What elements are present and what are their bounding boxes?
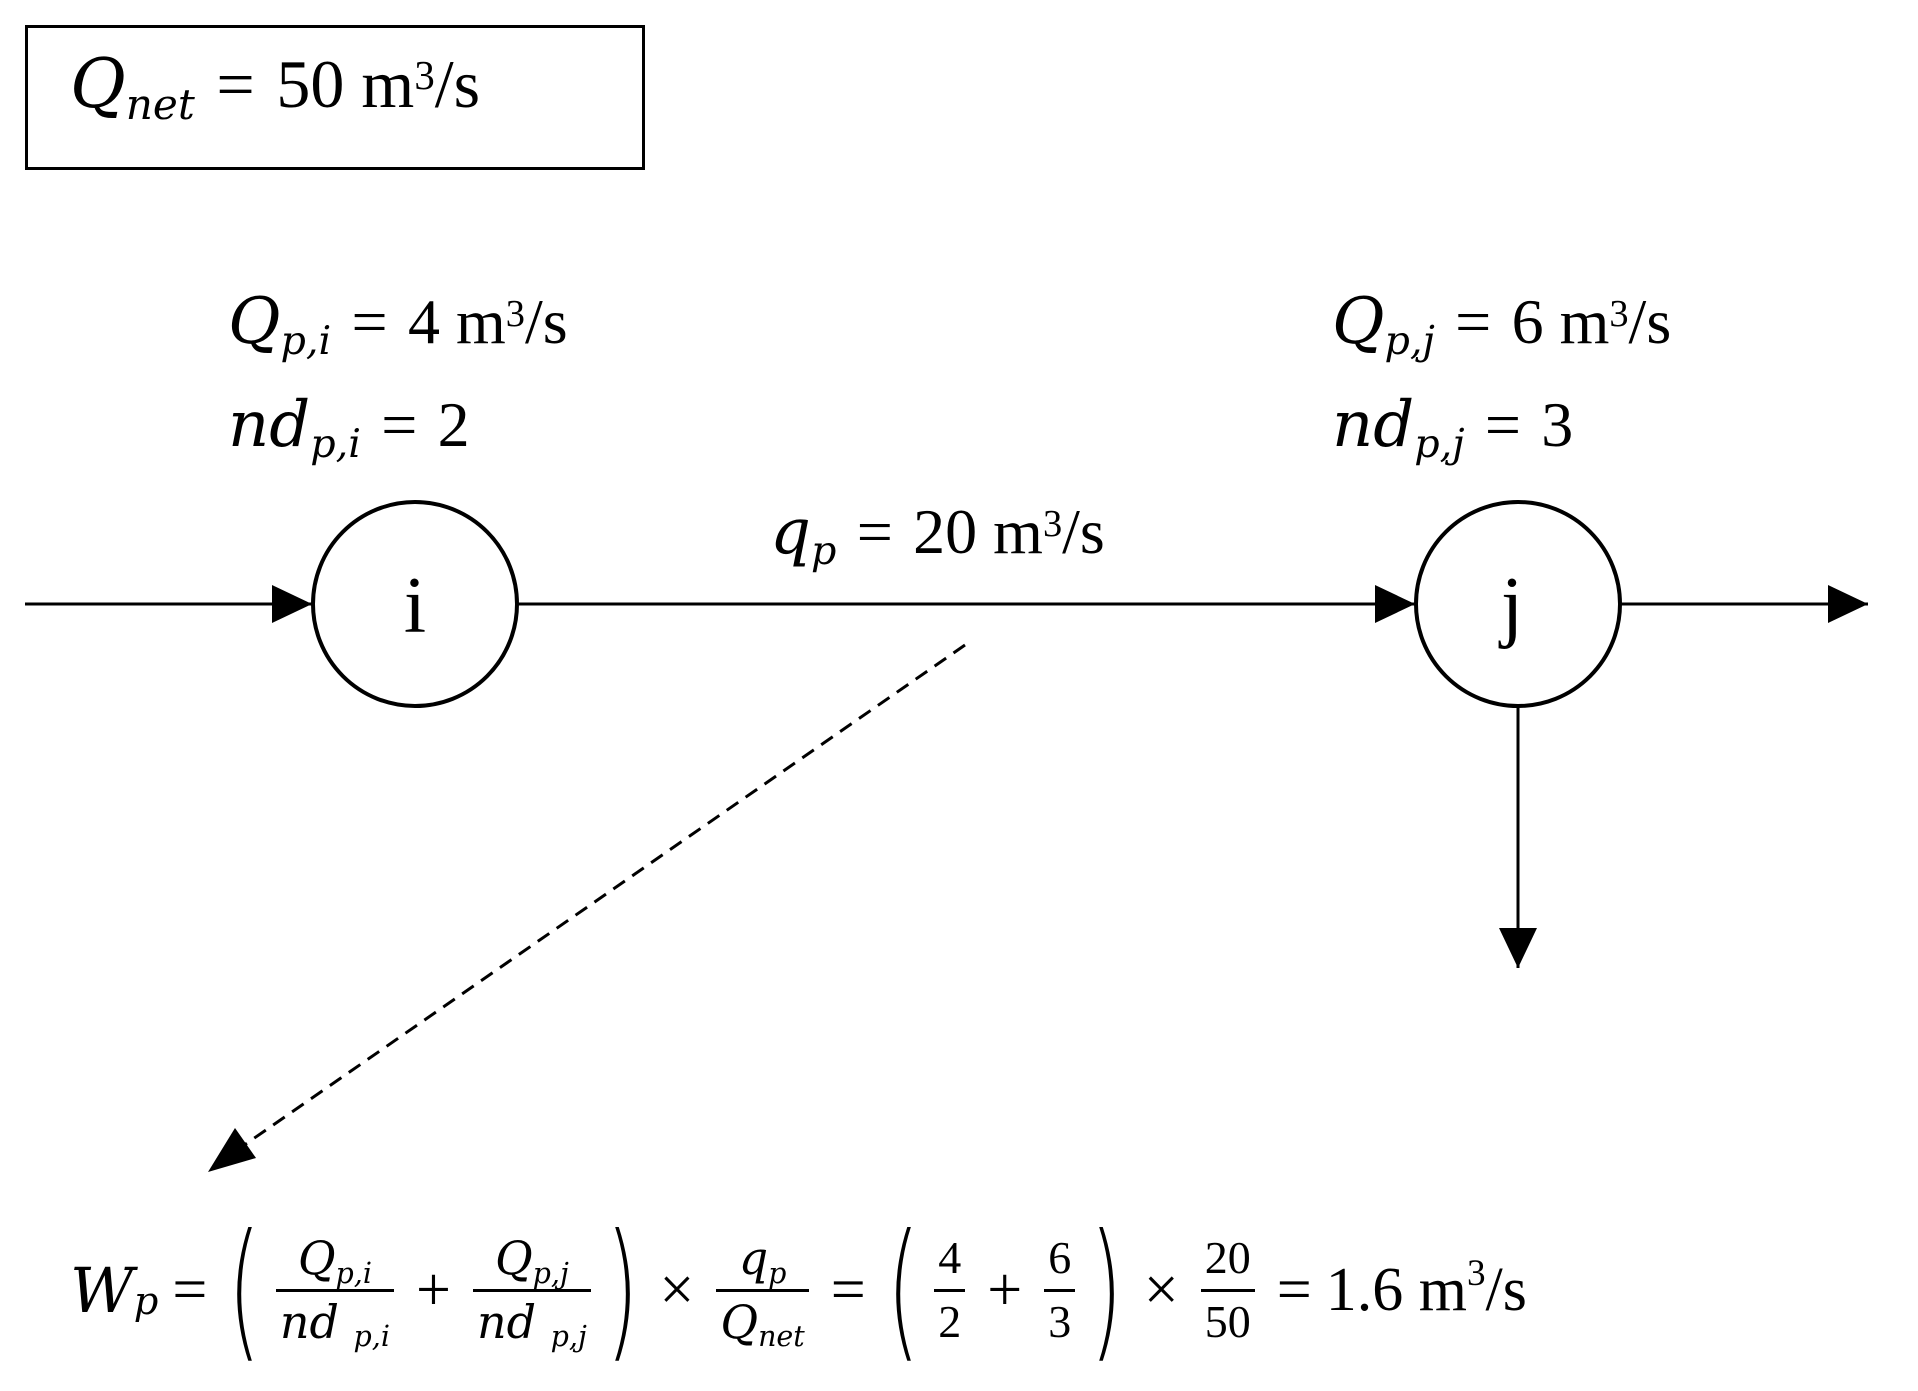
frac-i-den-sub: p,i — [353, 1320, 390, 1354]
pipe-flow-unit-exp: 3 — [1042, 502, 1063, 545]
fraction-q-over-qnet: qp Qnet — [716, 1231, 809, 1352]
node-i-flow-value: 4 m — [407, 286, 506, 357]
fraction-q-over-nd-i: Qp,i nd p,i — [275, 1231, 394, 1352]
formula-result-exp: 3 — [1466, 1252, 1486, 1294]
node-j-flow-equals: = — [1455, 286, 1492, 357]
frac-r-num-sub: p — [768, 1256, 787, 1290]
node-i-label: i — [404, 562, 426, 650]
formula-plus-2: + — [987, 1255, 1023, 1324]
formula-plus-1: + — [416, 1255, 451, 1324]
outflow-arrowhead — [1828, 585, 1868, 623]
net-flow-value: 50 m — [276, 46, 415, 122]
branch-arrowhead — [1499, 928, 1537, 968]
frac-r-den: Q — [720, 1294, 759, 1349]
frac-j-num-sub: p,j — [532, 1256, 569, 1290]
frac-j-den: nd — [476, 1294, 537, 1349]
node-j-flow-value: 6 m — [1511, 286, 1610, 357]
formula-result-tail: /s — [1485, 1255, 1527, 1324]
frac-i-bar — [275, 1288, 394, 1292]
frac-nr-num: 20 — [1204, 1232, 1251, 1284]
net-flow-symbol: Q — [70, 45, 126, 124]
frac-r-den-sub: net — [758, 1320, 805, 1354]
frac-nr-bar — [1200, 1288, 1255, 1292]
node-j-flow-symbol: Q — [1332, 285, 1385, 359]
pipe-flow-equals: = — [856, 496, 893, 567]
pipe-flow-unit-tail: /s — [1062, 496, 1105, 567]
formula-right-paren-2: ) — [1090, 1203, 1123, 1377]
frac-j-num: Q — [494, 1231, 533, 1286]
node-i-flow-symbol: Q — [228, 285, 281, 359]
pipe-flow-symbol: q — [770, 495, 811, 569]
node-j-flow-subscript: p,j — [1384, 318, 1435, 365]
node-i-flow-unit-tail: /s — [524, 286, 568, 357]
node-i-flow-unit-exp: 3 — [505, 292, 525, 335]
frac-n1-num: 4 — [938, 1232, 962, 1284]
node-i-circle — [311, 500, 519, 708]
fraction-6-over-3: 6 3 — [1044, 1232, 1076, 1347]
frac-nr-den: 50 — [1204, 1295, 1251, 1347]
frac-n1-bar — [934, 1288, 966, 1292]
pipe-flow-value: 20 m — [913, 496, 1043, 567]
node-j-nd-subscript: p,j — [1414, 421, 1465, 468]
node-i-nd-equals: = — [381, 389, 418, 460]
node-j-flow-label: Qp,j = 6 m3/s — [1332, 290, 1671, 361]
inflow-arrowhead — [272, 585, 312, 623]
formula-right-paren-1: ) — [606, 1203, 639, 1377]
node-j-nd-equals: = — [1484, 389, 1521, 460]
dashed-pointer-arrowhead — [208, 1128, 256, 1172]
net-flow-equals: = — [216, 46, 255, 122]
net-flow-unit-exp: 3 — [414, 52, 435, 98]
fraction-q-over-nd-j: Qp,j nd p,j — [472, 1231, 591, 1352]
frac-j-bar — [472, 1288, 591, 1292]
net-flow-box — [25, 25, 645, 170]
frac-n2-den: 3 — [1048, 1295, 1072, 1347]
node-j-nd-value: 3 — [1541, 389, 1574, 460]
node-i-nd-value: 2 — [437, 389, 470, 460]
node-i-flow-subscript: p,i — [280, 318, 332, 365]
frac-r-num: q — [738, 1231, 769, 1286]
frac-j-den-sub: p,j — [550, 1320, 587, 1354]
pipe-flow-subscript: p — [810, 528, 837, 575]
node-i-flow-label: Qp,i = 4 m3/s — [228, 290, 568, 361]
node-i-nd-subscript: p,i — [310, 421, 361, 468]
net-flow-label: Qnet = 50 m3/s — [70, 45, 481, 129]
node-j-flow-unit-tail: /s — [1628, 286, 1672, 357]
formula-left-paren-1: ( — [228, 1203, 261, 1377]
formula-lhs-subscript: p — [133, 1279, 159, 1325]
fraction-4-over-2: 4 2 — [934, 1232, 966, 1347]
frac-n1-den: 2 — [938, 1295, 962, 1347]
formula-times-1: × — [659, 1255, 695, 1324]
formula-equals-1: = — [172, 1255, 208, 1324]
formula-equals-2: = — [830, 1255, 866, 1324]
node-i-nd-symbol: nd — [228, 388, 311, 462]
node-j-circle — [1414, 500, 1622, 708]
pipe-arrowhead — [1375, 585, 1415, 623]
frac-n2-bar — [1044, 1288, 1076, 1292]
node-j-flow-unit-exp: 3 — [1609, 292, 1629, 335]
pipe-flow-label: qp = 20 m3/s — [770, 500, 1105, 571]
net-flow-unit-tail: /s — [434, 46, 481, 122]
frac-r-bar — [716, 1288, 809, 1292]
formula-left-paren-2: ( — [886, 1203, 920, 1377]
frac-i-num-sub: p,i — [335, 1256, 372, 1290]
node-j-nd-label: ndp,j = 3 — [1332, 393, 1573, 464]
node-j-nd-symbol: nd — [1332, 388, 1415, 462]
formula-times-2: × — [1143, 1255, 1179, 1324]
formula-lhs: W — [70, 1253, 134, 1327]
net-flow-subscript: net — [125, 79, 195, 129]
dashed-pointer — [239, 643, 966, 1150]
node-i-nd-label: ndp,i = 2 — [228, 393, 470, 464]
formula-equals-3: = — [1276, 1255, 1312, 1324]
node-j-label: j — [1498, 562, 1523, 650]
frac-i-num: Q — [297, 1231, 336, 1286]
frac-i-den: nd — [279, 1294, 339, 1349]
frac-n2-num: 6 — [1048, 1232, 1072, 1284]
formula-result: 1.6 m — [1325, 1255, 1467, 1324]
node-i-flow-equals: = — [351, 286, 388, 357]
fraction-20-over-50: 20 50 — [1200, 1232, 1255, 1347]
